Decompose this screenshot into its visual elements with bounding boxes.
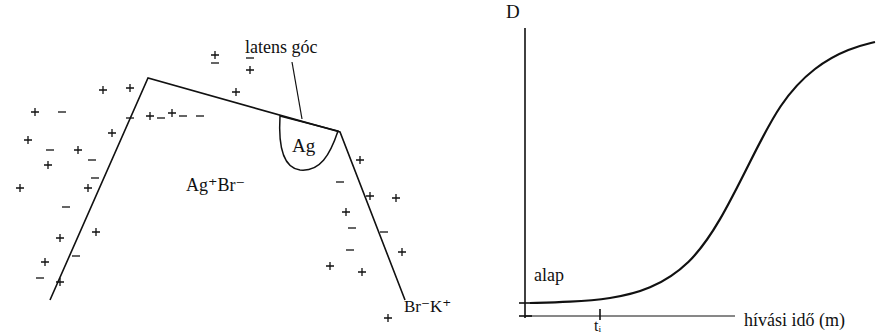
minus-charge (348, 227, 356, 228)
plus-charge (126, 84, 134, 92)
minus-charge (126, 117, 134, 118)
plus-charge (232, 88, 240, 96)
minus-charge (62, 206, 70, 207)
plus-charge (84, 184, 92, 192)
minus-charge (179, 115, 187, 116)
d-axis (524, 28, 526, 318)
node-text: Ag (292, 136, 346, 157)
plus-charge (356, 156, 364, 164)
plus-charge (16, 184, 24, 192)
minus-charge (36, 277, 44, 278)
label: tᵢ (594, 317, 601, 335)
plus-charge (326, 262, 334, 270)
minus-charge (211, 62, 219, 63)
plus-charge (108, 129, 116, 137)
plus-charge (342, 208, 350, 216)
plus-charge (246, 66, 254, 74)
plus-charge (398, 248, 406, 256)
plus-charge (31, 108, 39, 116)
plus-charge (44, 161, 52, 169)
plus-charge (392, 194, 400, 202)
plus-charge (358, 268, 366, 276)
label: latens góc (245, 38, 317, 58)
plus-charge (56, 234, 64, 242)
label: D (506, 2, 520, 23)
crystal-edge (50, 78, 405, 300)
plus-charge (56, 278, 64, 286)
minus-charge (336, 181, 344, 182)
latent-nucleus: Ag (276, 112, 346, 176)
plus-charge (24, 136, 32, 144)
minus-charge (88, 159, 96, 160)
plus-charge (99, 86, 107, 94)
minus-charge (91, 177, 99, 178)
minus-charge (346, 249, 354, 250)
label: hívási idő (m) (744, 311, 845, 331)
plus-charge (41, 258, 49, 266)
label: alap (534, 266, 564, 286)
plus-charge (168, 109, 176, 117)
charge-symbols (16, 51, 406, 322)
crystal-outline (50, 78, 405, 300)
label: Br⁻K⁺ (404, 298, 451, 317)
minus-charge (157, 117, 165, 118)
plus-charge (384, 314, 392, 322)
plus-charge (146, 112, 154, 120)
minus-charge (58, 111, 66, 112)
minus-charge (46, 149, 54, 150)
time-axis (525, 316, 735, 317)
minus-charge (246, 57, 254, 58)
minus-charge (380, 231, 388, 232)
plus-charge (74, 146, 82, 154)
plus-charge (92, 228, 100, 236)
label: Ag⁺Br⁻ (186, 176, 245, 196)
chart-axes (519, 28, 735, 320)
leader-line (292, 62, 302, 119)
characteristic-curve (530, 42, 875, 303)
minus-charge (72, 255, 80, 256)
plus-charge (211, 51, 219, 59)
plus-charge (366, 192, 374, 200)
minus-charge (196, 115, 204, 116)
